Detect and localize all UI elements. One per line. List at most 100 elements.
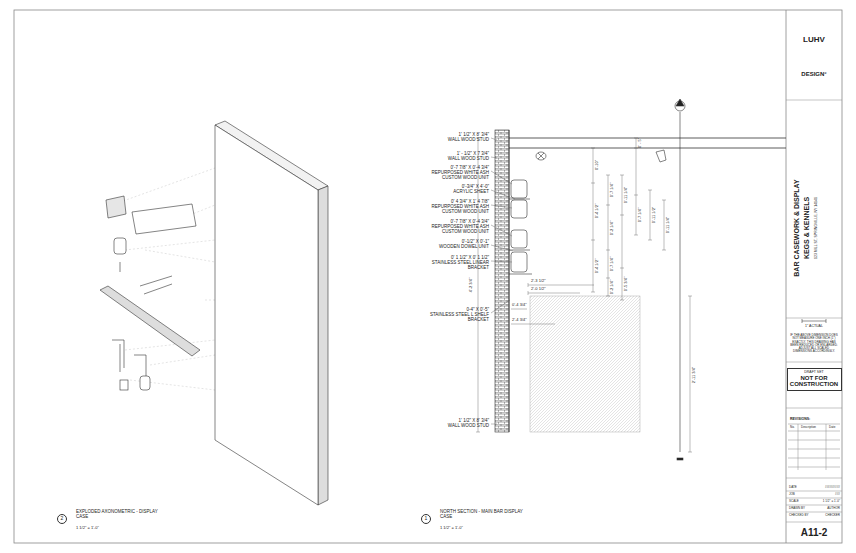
- sheet-title: BAR CASEWORK & DISPLAY: [793, 179, 801, 276]
- section-marker: [676, 99, 684, 106]
- info-field: JOB: [789, 493, 795, 496]
- brick-wall: [495, 130, 509, 432]
- light-fixture: [536, 152, 546, 160]
- scale-note: IF THE ABOVE DIMENSION DOES NOT MEASURE …: [789, 334, 839, 354]
- dimension-text: 0'-11 1/4": [624, 187, 628, 204]
- callout-text: STAINLESS STEEL LINEAR BRACKET: [427, 261, 489, 271]
- dimension-text: 4'-2 3/4": [469, 278, 473, 293]
- stamp-heading: DRAFT SET: [804, 371, 823, 375]
- projection-line: [112, 168, 215, 390]
- dimension-line: [476, 138, 692, 452]
- callout-text: ACRYLIC SHEET: [427, 190, 489, 195]
- node-text: 2: [61, 516, 64, 522]
- cabinet-outline: [509, 130, 786, 432]
- section-drawing: [476, 99, 786, 460]
- callout-text: WALL WOOD STUD: [427, 138, 489, 143]
- acrylic-sheet: [132, 204, 196, 234]
- light-fixture: [538, 153, 544, 159]
- view-scale: 1 1/2" = 1'-0": [440, 526, 463, 530]
- dimension-text: 0'-7 1/4": [610, 183, 614, 198]
- leader-line: [491, 205, 512, 208]
- leader-line: [491, 424, 497, 425]
- dimension-text: 2'-4 3/4": [512, 318, 527, 322]
- table-heading: REVISIONS:: [790, 418, 810, 422]
- view-scale: 1 1/2" = 1'-0": [76, 526, 99, 530]
- wood-unit: [509, 180, 532, 274]
- leader-line: [491, 261, 512, 262]
- sheet-number-box: A11-2: [787, 523, 841, 542]
- info-field: CHECKED BY: [789, 514, 809, 517]
- table-header: Date: [829, 426, 835, 429]
- dimension-text: 0'-7 1/4": [610, 257, 614, 272]
- light-fixture: [536, 150, 666, 162]
- wood-unit: [120, 380, 128, 390]
- title-block-edge: [786, 10, 787, 543]
- view-number-circle: 1: [421, 514, 431, 524]
- project-name: KEGS & KENNELS: [803, 197, 811, 259]
- title-block-divider: [786, 100, 842, 522]
- dimension-text: 2'-0 1/2": [531, 287, 546, 291]
- dimension-text: 0'-11 1/4": [666, 217, 670, 234]
- draft-stamp-box: DRAFT SETNOT FOR CONSTRUCTION: [787, 368, 842, 391]
- shelf-bracket: [112, 340, 146, 380]
- hatched-counter: [530, 296, 640, 432]
- leader-line: [491, 138, 515, 424]
- center-line: [675, 99, 685, 460]
- table-header: No.: [790, 426, 795, 429]
- axonometric-drawing: [100, 121, 328, 505]
- callout-text: REPURPOSED WHITE ASH CUSTOM WOOD UNIT: [427, 205, 489, 215]
- dimension-text: 0'-7 1/4": [638, 208, 642, 223]
- info-value: ##/##/####: [825, 486, 840, 489]
- leader-line: [491, 138, 497, 140]
- dimension-text: 0'-2 1/4": [610, 221, 614, 236]
- project-address: 123 MILL ST, SPRINGVILLE, NY 14141: [815, 197, 819, 259]
- view-number-circle: 2: [57, 514, 67, 524]
- leader-line: [491, 300, 510, 313]
- firm-logo: LUHV: [803, 36, 825, 45]
- dimension-text: 0' - 5": [638, 138, 642, 148]
- title-block-lines: [786, 100, 842, 522]
- node-text: A11-2: [801, 527, 828, 538]
- callout-text: STAINLESS STEEL L SHELF BRACKET: [427, 313, 489, 323]
- dimension-line: [476, 138, 480, 432]
- leader-line: [491, 245, 513, 251]
- view-title: EXPLODED AXONOMETRIC - DISPLAY CASE: [76, 510, 160, 520]
- leader-line: [491, 157, 497, 158]
- dimension-text: 2'-3 1/2": [531, 279, 546, 283]
- info-field: DATE: [789, 486, 797, 489]
- leader-line: [491, 225, 512, 236]
- wood-unit: [511, 180, 527, 198]
- wood-unit: [511, 230, 527, 248]
- leader-line: [491, 171, 512, 184]
- dimension-text: 0'-10": [595, 160, 599, 170]
- callout-text: WALL WOOD STUD: [427, 424, 489, 429]
- dimension-text: 0'-4 3/4": [512, 303, 527, 307]
- display-panel: [318, 186, 328, 505]
- firm-logo: DESIGN°: [801, 71, 826, 78]
- info-value: CHECKER: [825, 514, 840, 517]
- scale-note: 1" ACTUAL: [805, 325, 823, 329]
- dimension-text: 0'-5 3/4": [624, 277, 628, 292]
- leader-line: [491, 190, 515, 199]
- section-marker: [677, 458, 683, 460]
- inch-scale-bar: [802, 319, 826, 323]
- dimension-text: 0'-4 1/2": [595, 204, 599, 219]
- revision-table-grid: [788, 424, 840, 470]
- dimension-text: 0'-11 1/2": [652, 207, 656, 224]
- wood-unit: [511, 252, 527, 272]
- callout-text: REPURPOSED WHITE ASH CUSTOM WOOD UNIT: [427, 225, 489, 235]
- sheet-frame: [14, 10, 842, 543]
- display-panel: [215, 125, 318, 505]
- view-title: NORTH SECTION - MAIN BAR DISPLAY CASE: [440, 510, 524, 520]
- dimension-text: 0'-2 1/4": [610, 280, 614, 295]
- sheet-border: [14, 10, 842, 543]
- wood-unit: [511, 200, 527, 218]
- projection-line: [112, 168, 215, 390]
- callout-text: REPURPOSED WHITE ASH CUSTOM WOOD UNIT: [427, 171, 489, 181]
- callout-text: WALL WOOD STUD: [427, 157, 489, 162]
- table-header: Description: [801, 426, 816, 429]
- dimension-text: 2'-11 3/4": [692, 367, 696, 384]
- wood-unit: [114, 238, 126, 254]
- info-value: AUTHOR: [827, 507, 840, 510]
